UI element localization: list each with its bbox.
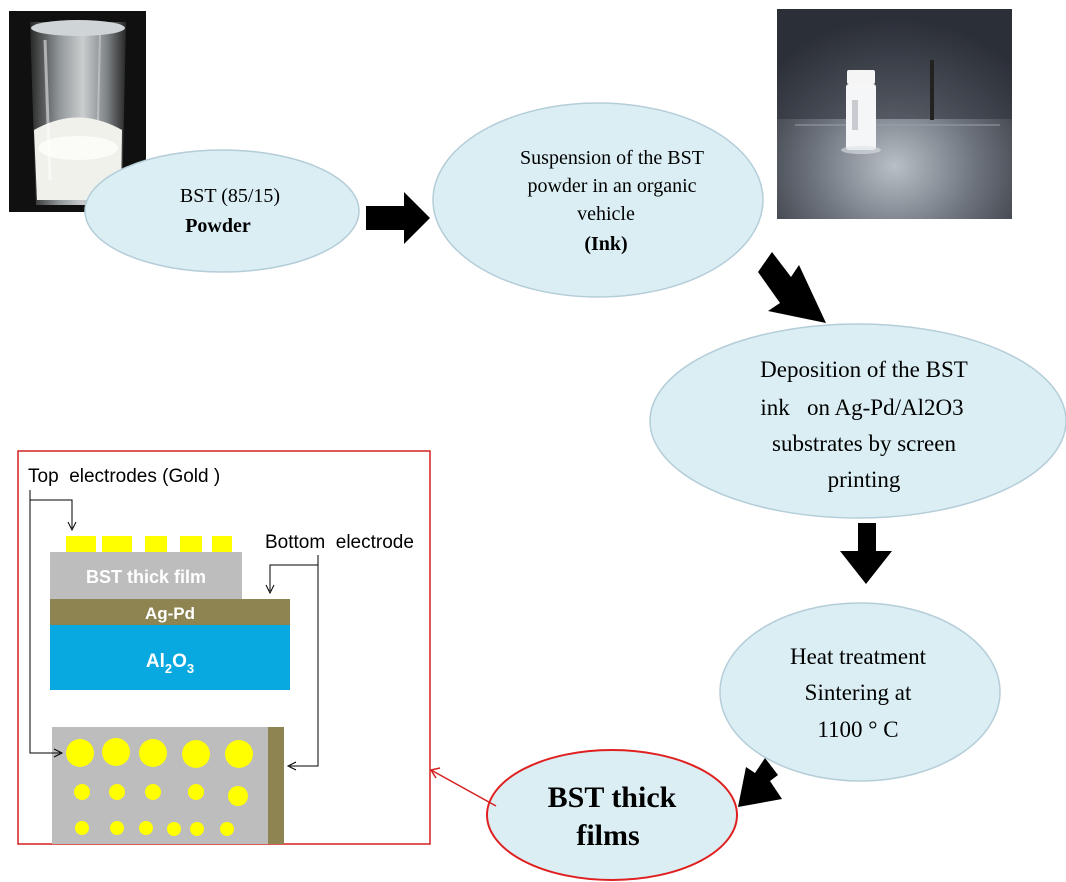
agpd-layer-label: Ag-Pd bbox=[145, 604, 195, 623]
bottom-electrode-pointer bbox=[269, 555, 319, 591]
arrow-heat-to-result bbox=[738, 758, 782, 807]
result-label-line2: films bbox=[576, 819, 639, 852]
inset-connector-arrowhead bbox=[429, 767, 441, 779]
heat-label-line3: 1100 ° C bbox=[817, 717, 898, 742]
powder-photo bbox=[9, 11, 146, 212]
heat-ellipse bbox=[719, 602, 1001, 782]
top-electrodes-label: Top electrodes (Gold ) bbox=[28, 466, 220, 487]
step-result: BST thick films bbox=[486, 749, 738, 881]
ink-photo bbox=[777, 9, 1012, 219]
result-label-line1: BST thick bbox=[548, 781, 677, 814]
deposition-label-line3: substrates by screen bbox=[772, 431, 956, 456]
inset-connector-line bbox=[430, 769, 497, 807]
arrow-powder-to-ink bbox=[366, 192, 430, 244]
arrow-deposition-to-heat bbox=[840, 523, 892, 584]
bottom-electrode-label: Bottom electrode bbox=[265, 532, 414, 553]
ink-label-line1: Suspension of the BST bbox=[520, 147, 704, 169]
electrode-inset: Top electrodes (Gold ) Bottom electrode … bbox=[17, 450, 497, 845]
ink-label-line3: vehicle bbox=[577, 203, 635, 225]
bst-layer-label: BST thick film bbox=[86, 567, 206, 587]
deposition-ellipse bbox=[649, 323, 1066, 519]
powder-label-line1: BST (85/15) bbox=[180, 185, 280, 207]
bottom-electrode-pointer-topview bbox=[290, 565, 319, 767]
powder-label-line2: Powder bbox=[185, 215, 251, 237]
step-ink: Suspension of the BST powder in an organ… bbox=[432, 102, 764, 298]
top-gold-electrodes bbox=[66, 536, 232, 552]
top-view-bottom-electrode bbox=[268, 727, 284, 844]
bst-film-layer bbox=[50, 552, 242, 599]
agpd-layer bbox=[50, 599, 290, 625]
al2o3-layer-label: Al2O3 bbox=[146, 651, 194, 676]
arrow-ink-to-deposition bbox=[758, 252, 826, 323]
top-view-gold-dots bbox=[66, 738, 253, 836]
heat-label-line2: Sintering at bbox=[805, 680, 912, 705]
step-deposition: Deposition of the BST ink on Ag-Pd/Al2O3… bbox=[649, 323, 1066, 519]
step-heat-treatment: Heat treatment Sintering at 1100 ° C bbox=[719, 602, 1001, 782]
ink-label-line4: (Ink) bbox=[584, 233, 627, 255]
deposition-label-line1: Deposition of the BST bbox=[760, 357, 968, 382]
ink-ellipse bbox=[432, 102, 764, 298]
top-electrode-pointer bbox=[29, 490, 73, 528]
heat-label-line1: Heat treatment bbox=[790, 644, 927, 669]
result-ellipse bbox=[486, 749, 738, 881]
ink-label-line2: powder in an organic bbox=[527, 175, 696, 197]
top-electrode-pointer-topview bbox=[29, 500, 60, 754]
deposition-label-line2: ink on Ag-Pd/Al2O3 bbox=[760, 395, 963, 420]
step-powder: BST (85/15) Powder bbox=[84, 149, 360, 273]
powder-ellipse bbox=[84, 149, 360, 273]
deposition-label-line4: printing bbox=[828, 467, 901, 492]
